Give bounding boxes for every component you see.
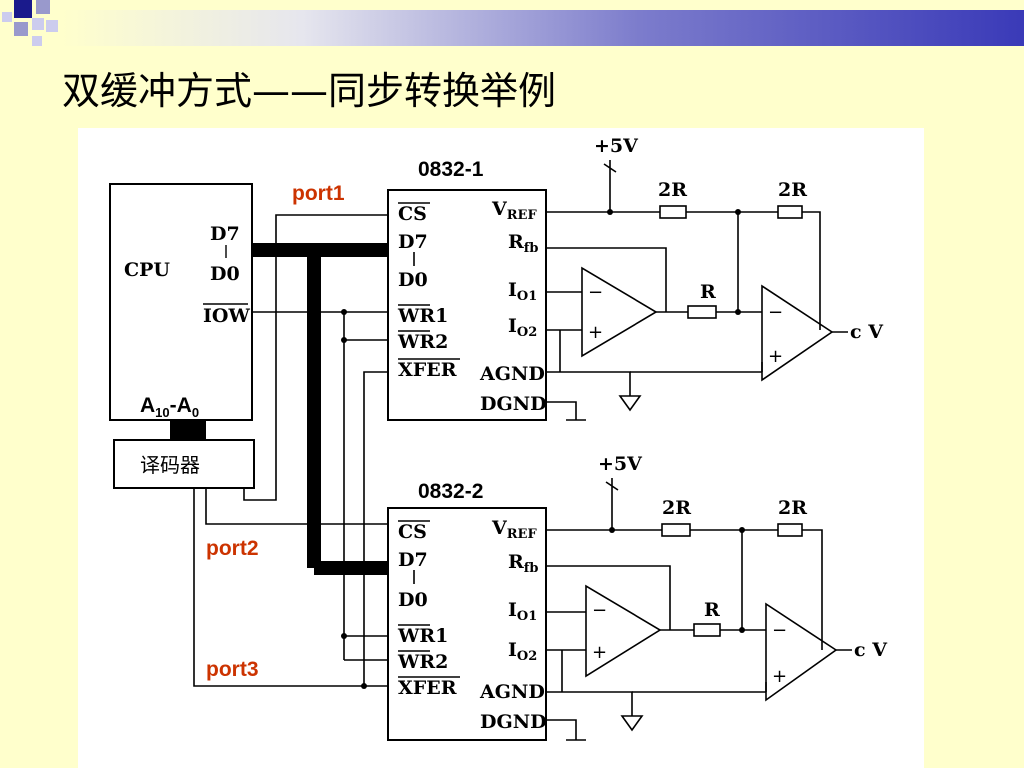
svg-text:+: +: [588, 322, 603, 343]
dac2-label-2r-b: 2R: [778, 497, 807, 519]
dac2-resistor-r: [693, 623, 721, 637]
svg-text:−: −: [772, 620, 787, 641]
dac1-label-2r-a: 2R: [658, 179, 687, 201]
dac2-pin-agnd: AGND: [479, 681, 545, 703]
dac2-resistor-2r-b: [777, 523, 803, 537]
port2-label: port2: [206, 537, 259, 560]
cpu-pin-d7: D7: [210, 223, 240, 245]
dac1-pin-d0: D0: [398, 269, 428, 291]
circuit-diagram-panel: [78, 128, 924, 768]
corner-logo: [2, 0, 58, 46]
dac2-pin-wr1: WR1: [397, 625, 448, 647]
dac2-pin-d7: D7: [398, 549, 428, 571]
dac1-opamp-2: [761, 284, 834, 382]
dac2-pins: CS D7 D0 WR1 WR2 XFER VREF Rfb IO1 IO2 A…: [397, 517, 547, 733]
dac1-pin-vref: VREF: [491, 198, 537, 223]
dac1-label-r: R: [700, 281, 716, 303]
dac2-label-r: R: [704, 599, 720, 621]
title-bar: [62, 10, 1024, 46]
dac2-pin-io2: IO2: [508, 639, 537, 664]
address-bus-label: A10-A0: [140, 394, 199, 420]
supply-2: +5V: [598, 453, 643, 475]
dac1-output: c V: [850, 321, 884, 343]
dac2-label-2r-a: 2R: [662, 497, 691, 519]
svg-text:−: −: [768, 302, 783, 323]
dac2-pin-rfb: Rfb: [508, 551, 538, 576]
dac2-opamp-2: [765, 602, 838, 702]
port3-label: port3: [206, 658, 259, 681]
dac1-opamp-1: [581, 266, 658, 358]
dac1-box: [387, 189, 547, 421]
svg-text:−: −: [592, 600, 607, 621]
dac2-box: [387, 507, 547, 741]
dac1-label-2r-b: 2R: [778, 179, 807, 201]
dac2-resistor-2r-a: [661, 523, 691, 537]
svg-text:+: +: [768, 346, 783, 367]
dac1-pins: CS D7 D0 WR1 WR2 XFER VREF Rfb IO1 IO2 A…: [397, 198, 547, 415]
dac1-pin-dgnd: DGND: [480, 393, 547, 415]
dac1-pin-cs: CS: [398, 203, 427, 225]
dac1-pin-wr1: WR1: [397, 305, 448, 327]
dac2-opamp-1: [585, 584, 662, 678]
dac2-pin-cs: CS: [398, 521, 427, 543]
slide-title: 双缓冲方式——同步转换举例: [62, 69, 557, 113]
dac2-pin-vref: VREF: [491, 517, 537, 542]
dac2-pin-dgnd: DGND: [480, 711, 547, 733]
dac2-output: c V: [854, 639, 888, 661]
dac1-pin-io1: IO1: [508, 279, 537, 304]
decoder-label: 译码器: [140, 453, 200, 477]
svg-text:−: −: [588, 282, 603, 303]
dac2-pin-wr2: WR2: [397, 651, 448, 673]
svg-text:+: +: [772, 666, 787, 687]
dac1-pin-xfer: XFER: [398, 359, 457, 381]
dac1-pin-d7: D7: [398, 231, 428, 253]
dac1-name: 0832-1: [418, 158, 484, 181]
dac1-pin-io2: IO2: [508, 315, 537, 340]
dac1-pin-wr2: WR2: [397, 331, 448, 353]
dac2-ground: [546, 715, 644, 741]
svg-text:+: +: [592, 642, 607, 663]
cpu-pin-d0: D0: [210, 263, 240, 285]
cpu-label: CPU: [124, 259, 170, 281]
dac1-pin-rfb: Rfb: [508, 231, 538, 256]
cpu-pin-iow: IOW: [203, 305, 250, 327]
dac1-ground: [546, 395, 642, 421]
dac2-name: 0832-2: [418, 480, 483, 503]
decoder-box: [113, 439, 255, 489]
dac2-pin-d0: D0: [398, 589, 428, 611]
dac1-resistor-2r-a: [659, 205, 687, 219]
dac1-pin-agnd: AGND: [479, 363, 545, 385]
data-bus: [252, 243, 388, 575]
dac2-pin-io1: IO1: [508, 599, 537, 624]
cpu-box: [109, 183, 253, 421]
port1-label: port1: [292, 182, 345, 205]
dac2-pin-xfer: XFER: [398, 677, 457, 699]
dac1-resistor-r: [687, 305, 717, 319]
address-bus-bar: [170, 420, 206, 440]
dac1-resistor-2r-b: [777, 205, 803, 219]
supply-1: +5V: [594, 135, 639, 157]
